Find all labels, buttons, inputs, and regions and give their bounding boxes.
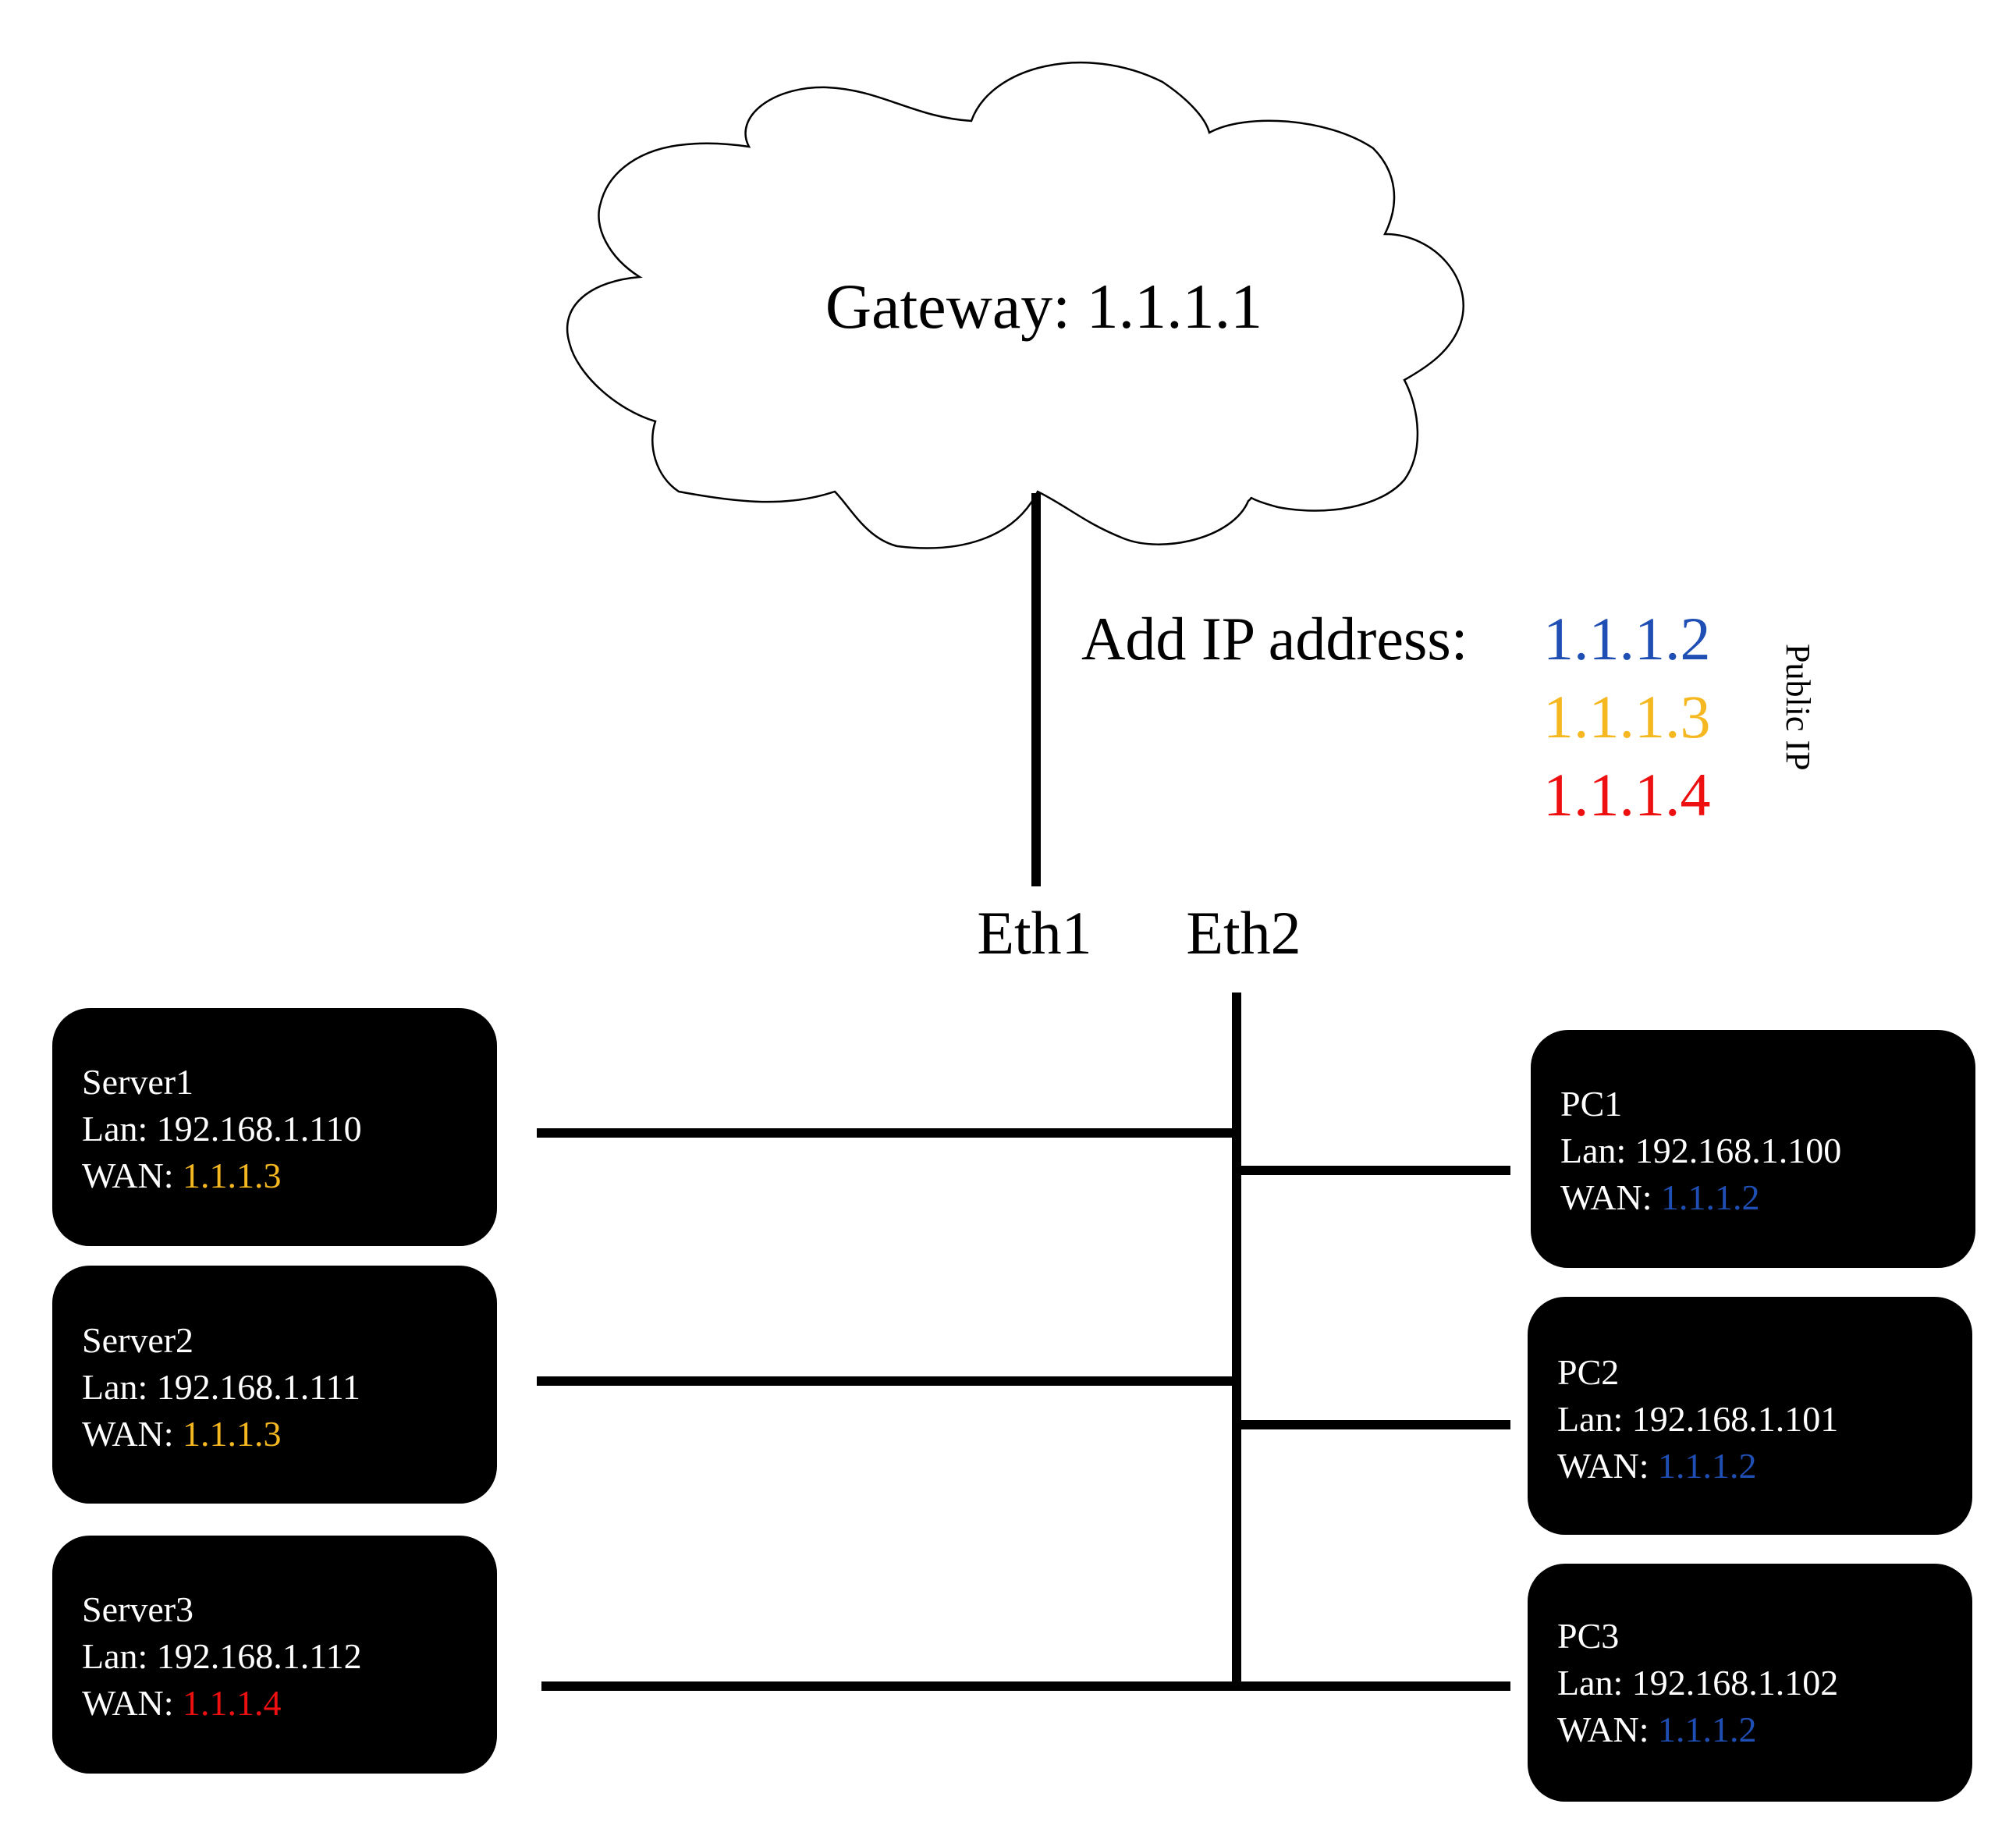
server1-wan: WAN: 1.1.1.3 — [82, 1156, 282, 1195]
gateway-label: Gateway: 1.1.1.1 — [825, 271, 1262, 342]
public-ip-3: 1.1.1.4 — [1543, 761, 1711, 829]
pc1-name: PC1 — [1560, 1084, 1622, 1124]
pc2-name: PC2 — [1557, 1352, 1619, 1392]
pc2-box — [1528, 1297, 1972, 1535]
server2-box — [52, 1266, 497, 1504]
server3-node: Server3 Lan: 192.168.1.112 WAN: 1.1.1.4 — [52, 1536, 497, 1774]
server1-box — [52, 1008, 497, 1246]
server2-node: Server2 Lan: 192.168.1.111 WAN: 1.1.1.3 — [52, 1266, 497, 1504]
pc1-node: PC1 Lan: 192.168.1.100 WAN: 1.1.1.2 — [1531, 1030, 1975, 1268]
add-ip-label: Add IP address: — [1081, 605, 1468, 673]
pc1-box — [1531, 1030, 1975, 1268]
server1-lan: Lan: 192.168.1.110 — [82, 1109, 362, 1149]
pc3-wan-prefix: WAN: — [1557, 1710, 1658, 1749]
server3-wan: WAN: 1.1.1.4 — [82, 1683, 282, 1723]
server2-wan-prefix: WAN: — [82, 1414, 183, 1454]
server3-lan: Lan: 192.168.1.112 — [82, 1636, 362, 1676]
eth1-label: Eth1 — [977, 899, 1091, 967]
pc1-wan-prefix: WAN: — [1560, 1177, 1661, 1217]
server3-name: Server3 — [82, 1589, 193, 1629]
public-ip-side-label: Public IP — [1779, 644, 1817, 771]
server3-wan-prefix: WAN: — [82, 1683, 183, 1723]
pc2-node: PC2 Lan: 192.168.1.101 WAN: 1.1.1.2 — [1528, 1297, 1972, 1535]
server2-lan: Lan: 192.168.1.111 — [82, 1367, 360, 1407]
pc3-name: PC3 — [1557, 1616, 1619, 1656]
public-ip-2: 1.1.1.3 — [1543, 683, 1711, 751]
server3-box — [52, 1536, 497, 1774]
pc1-lan: Lan: 192.168.1.100 — [1560, 1131, 1841, 1170]
pc2-wan-ip: 1.1.1.2 — [1658, 1446, 1757, 1486]
pc1-wan-ip: 1.1.1.2 — [1661, 1177, 1760, 1217]
server2-name: Server2 — [82, 1320, 193, 1360]
pc3-lan: Lan: 192.168.1.102 — [1557, 1663, 1838, 1703]
pc3-box — [1528, 1564, 1972, 1802]
gateway-cloud: Gateway: 1.1.1.1 — [566, 61, 1464, 549]
public-ip-1: 1.1.1.2 — [1543, 605, 1711, 673]
pc3-wan-ip: 1.1.1.2 — [1658, 1710, 1757, 1749]
server1-name: Server1 — [82, 1062, 193, 1102]
pc3-node: PC3 Lan: 192.168.1.102 WAN: 1.1.1.2 — [1528, 1564, 1972, 1802]
server1-node: Server1 Lan: 192.168.1.110 WAN: 1.1.1.3 — [52, 1008, 497, 1246]
server3-wan-ip: 1.1.1.4 — [183, 1683, 282, 1723]
server2-wan-ip: 1.1.1.3 — [183, 1414, 282, 1454]
pc2-lan: Lan: 192.168.1.101 — [1557, 1399, 1838, 1439]
pc2-wan-prefix: WAN: — [1557, 1446, 1658, 1486]
pc3-wan: WAN: 1.1.1.2 — [1557, 1710, 1757, 1749]
server1-wan-prefix: WAN: — [82, 1156, 183, 1195]
server1-wan-ip: 1.1.1.3 — [183, 1156, 282, 1195]
pc1-wan: WAN: 1.1.1.2 — [1560, 1177, 1760, 1217]
server2-wan: WAN: 1.1.1.3 — [82, 1414, 282, 1454]
cloud-shape — [566, 61, 1464, 549]
pc2-wan: WAN: 1.1.1.2 — [1557, 1446, 1757, 1486]
eth2-label: Eth2 — [1186, 899, 1301, 967]
